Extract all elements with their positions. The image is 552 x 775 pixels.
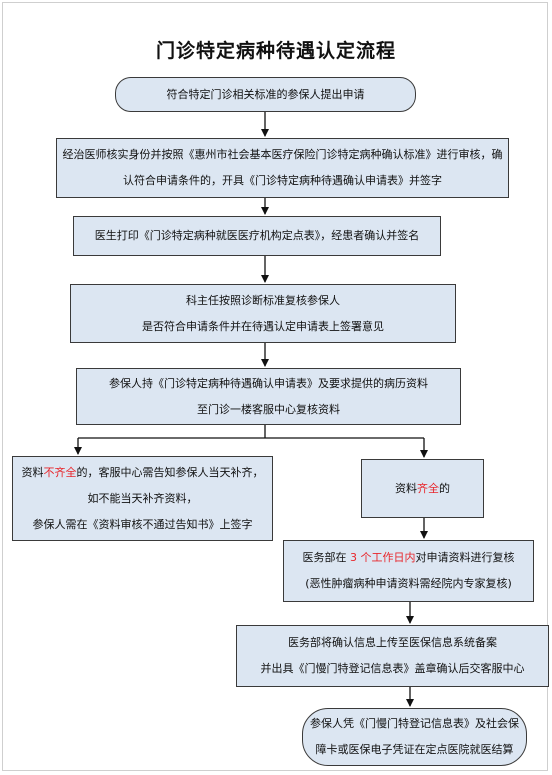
branch-complete: 资料齐全的 bbox=[361, 459, 484, 518]
flowchart-title: 门诊特定病种待遇认定流程 bbox=[155, 40, 396, 62]
step-settlement-line-2: 障卡或医保电子凭证在定点医院就医结算 bbox=[315, 743, 514, 756]
step-director-review: 科主任按照诊断标准复核参保人 是否符合申请条件并在待遇认定申请表上签署意见 bbox=[70, 284, 456, 343]
step-upload-registration-line-2: 并出具《门慢门特登记信息表》盖章确认后交客服中心 bbox=[260, 662, 525, 675]
branch-complete-text: 资料齐全的 bbox=[395, 481, 450, 495]
step-print-form: 医生打印《门诊特定病种就医医疗机构定点表》，经患者确认并签名 bbox=[73, 216, 441, 256]
step-print-form-text: 医生打印《门诊特定病种就医医疗机构定点表》，经患者确认并签名 bbox=[94, 229, 420, 242]
step-physician-review-line-1: 经治医师核实身份并按照《惠州市社会基本医疗保险门诊特定病种确认标准》进行审核，确 bbox=[62, 148, 503, 161]
step-medical-dept-review-line-1: 医务部在 3 个工作日内对申请资料进行复核 bbox=[302, 551, 515, 564]
step-settlement-line-1: 参保人凭《门慢门特登记信息表》及社会保 bbox=[310, 717, 519, 730]
complete-highlight: 齐全 bbox=[417, 481, 439, 495]
branch-incomplete: 资料不齐全的，客服中心需告知参保人当天补齐， 如不能当天补齐资料， 参保人需在《… bbox=[12, 456, 273, 541]
incomplete-highlight: 不齐全 bbox=[43, 465, 77, 479]
step-director-review-line-2: 是否符合申请条件并在待遇认定申请表上签署意见 bbox=[142, 319, 384, 333]
step-settlement: 参保人凭《门慢门特登记信息表》及社会保 障卡或医保电子凭证在定点医院就医结算 bbox=[302, 708, 527, 766]
branch-incomplete-line-3: 参保人需在《资料审核不通过告知书》上签字 bbox=[32, 517, 253, 531]
deadline-highlight: 3 个工作日内 bbox=[350, 551, 416, 564]
step-apply-text: 符合特定门诊相关标准的参保人提出申请 bbox=[166, 87, 365, 101]
step-physician-review-line-2: 认符合申请条件的，开具《门诊特定病种待遇确认申请表》并签字 bbox=[123, 174, 442, 187]
branch-incomplete-line-1: 资料不齐全的，客服中心需告知参保人当天补齐， bbox=[21, 465, 264, 479]
step-director-review-line-1: 科主任按照诊断标准复核参保人 bbox=[186, 293, 340, 307]
branch-incomplete-line-2: 如不能当天补齐资料， bbox=[87, 491, 198, 505]
step-upload-registration-line-1: 医务部将确认信息上传至医保信息系统备案 bbox=[288, 636, 497, 649]
step-submit-materials-line-1: 参保人持《门诊特定病种待遇确认申请表》及要求提供的病历资料 bbox=[109, 376, 428, 390]
step-physician-review: 经治医师核实身份并按照《惠州市社会基本医疗保险门诊特定病种确认标准》进行审核，确… bbox=[56, 138, 509, 198]
step-apply: 符合特定门诊相关标准的参保人提出申请 bbox=[115, 77, 416, 112]
step-medical-dept-review: 医务部在 3 个工作日内对申请资料进行复核 (恶性肿瘤病种申请资料需经院内专家复… bbox=[283, 540, 534, 602]
step-upload-registration: 医务部将确认信息上传至医保信息系统备案 并出具《门慢门特登记信息表》盖章确认后交… bbox=[236, 625, 549, 687]
step-medical-dept-review-line-2: (恶性肿瘤病种申请资料需经院内专家复核) bbox=[305, 577, 512, 590]
step-submit-materials-line-2: 至门诊一楼客服中心复核资料 bbox=[197, 402, 340, 416]
step-submit-materials: 参保人持《门诊特定病种待遇确认申请表》及要求提供的病历资料 至门诊一楼客服中心复… bbox=[76, 368, 461, 425]
